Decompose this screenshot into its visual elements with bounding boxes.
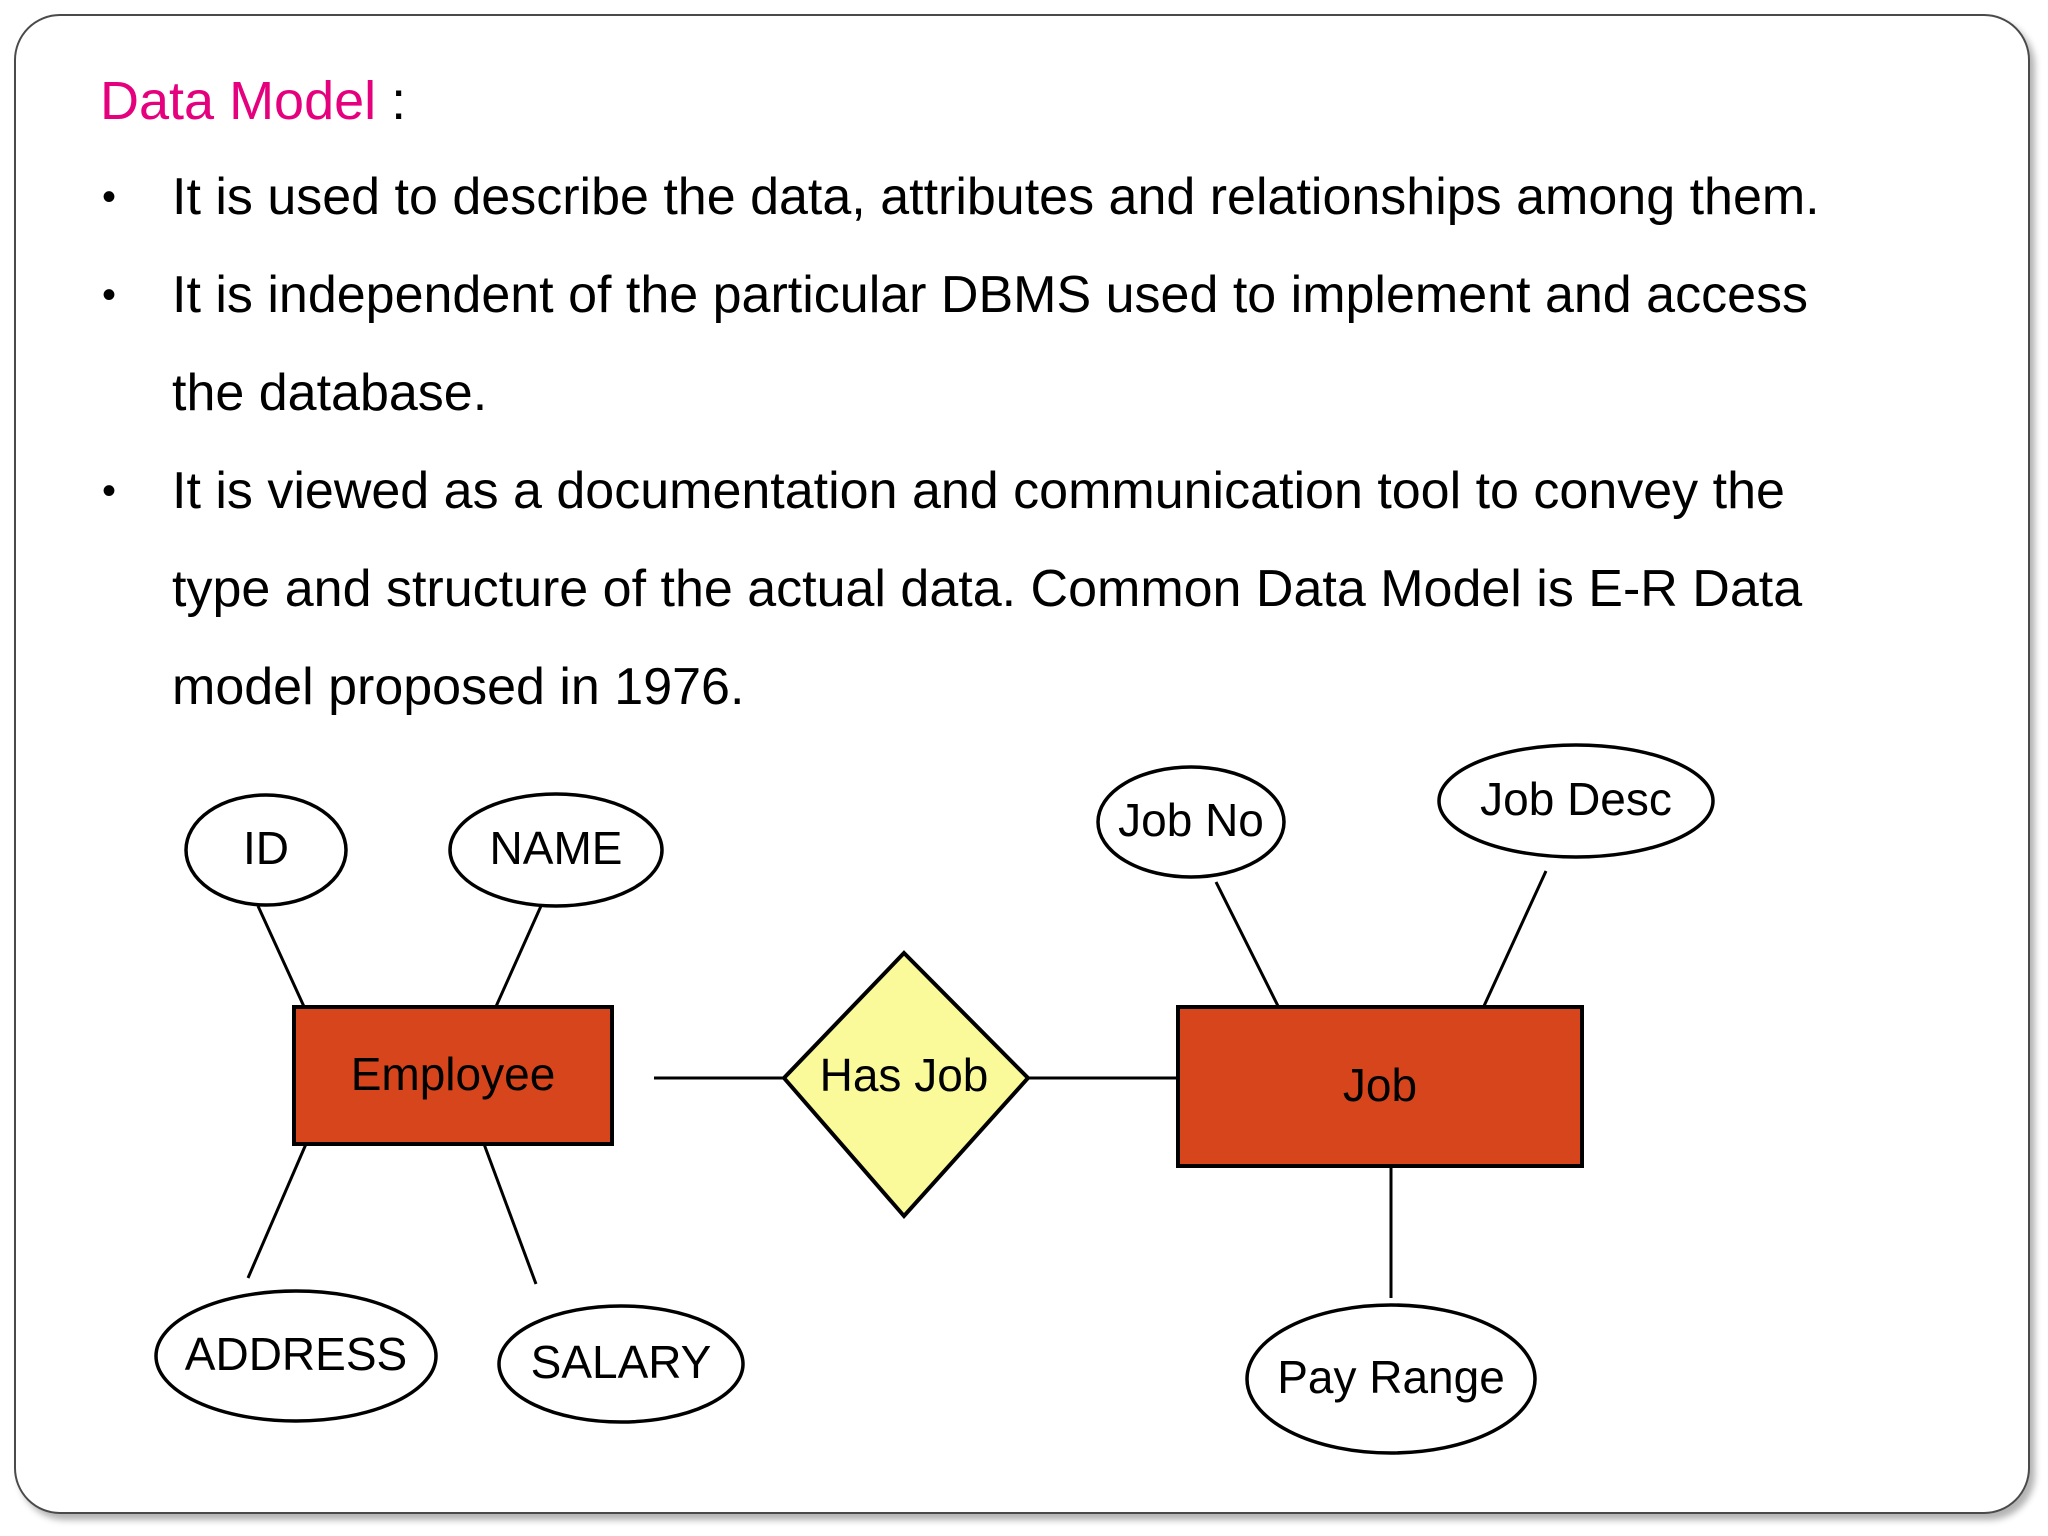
attribute-name-label: NAME [490,822,623,874]
attribute-pay-range[interactable] [1245,1303,1537,1455]
attribute-job-no[interactable] [1096,765,1286,879]
connector-salary-employee [482,1143,538,1285]
connector-id-employee [256,905,308,1012]
bullet-item-2-line-1: It is independent of the particular DBMS… [172,266,1808,324]
entity-employee[interactable] [292,1005,614,1146]
bullet-item-3-line-3: model proposed in 1976. [172,658,745,716]
entity-employee-label: Employee [351,1048,556,1100]
attribute-job-no-label: Job No [1118,794,1264,846]
page-title-colon: : [376,71,407,131]
relationship-has-job[interactable] [781,950,1031,1220]
attribute-address-label: ADDRESS [185,1328,407,1380]
attribute-pay-range-label: Pay Range [1277,1351,1505,1403]
connector-name-employee [492,905,543,1012]
bullet-item-3-line-1: It is viewed as a documentation and comm… [172,462,1785,520]
attribute-id-label: ID [243,822,289,874]
page-title-main: Data Model [100,71,377,131]
entity-job-label: Job [1343,1059,1417,1111]
bullet-item-3-line-2: type and structure of the actual data. C… [172,560,1803,618]
attribute-address[interactable] [154,1289,438,1423]
entity-job[interactable] [1176,1005,1584,1168]
slide-frame: Data Model : • It is used to describe th… [14,14,2030,1514]
bullet-dot-icon: • [101,273,116,317]
connector-address-employee [246,1143,308,1279]
slide-text-block: Data Model : • It is used to describe th… [78,68,1978,736]
attribute-job-desc[interactable] [1437,743,1715,859]
connector-jobno-job [1214,881,1280,1007]
attribute-name[interactable] [448,792,664,908]
attribute-id[interactable] [184,793,348,907]
bullet-item-1: • It is used to describe the data, attri… [78,148,1978,246]
bullet-item-2: • It is independent of the particular DB… [78,246,1978,344]
attribute-job-desc-label: Job Desc [1480,773,1672,825]
attribute-salary[interactable] [497,1304,745,1424]
connector-jobdesc-job [1482,870,1548,1007]
attribute-salary-label: SALARY [531,1336,712,1388]
bullet-item-3: • It is viewed as a documentation and co… [78,442,1978,540]
bullet-item-2-line-2: the database. [172,364,488,422]
bullet-dot-icon: • [101,469,116,513]
relationship-has-job-label: Has Job [820,1049,989,1101]
bullet-dot-icon: • [101,175,116,219]
page-title: Data Model : [100,68,1978,134]
bullet-item-1-line-1: It is used to describe the data, attribu… [172,168,1820,226]
